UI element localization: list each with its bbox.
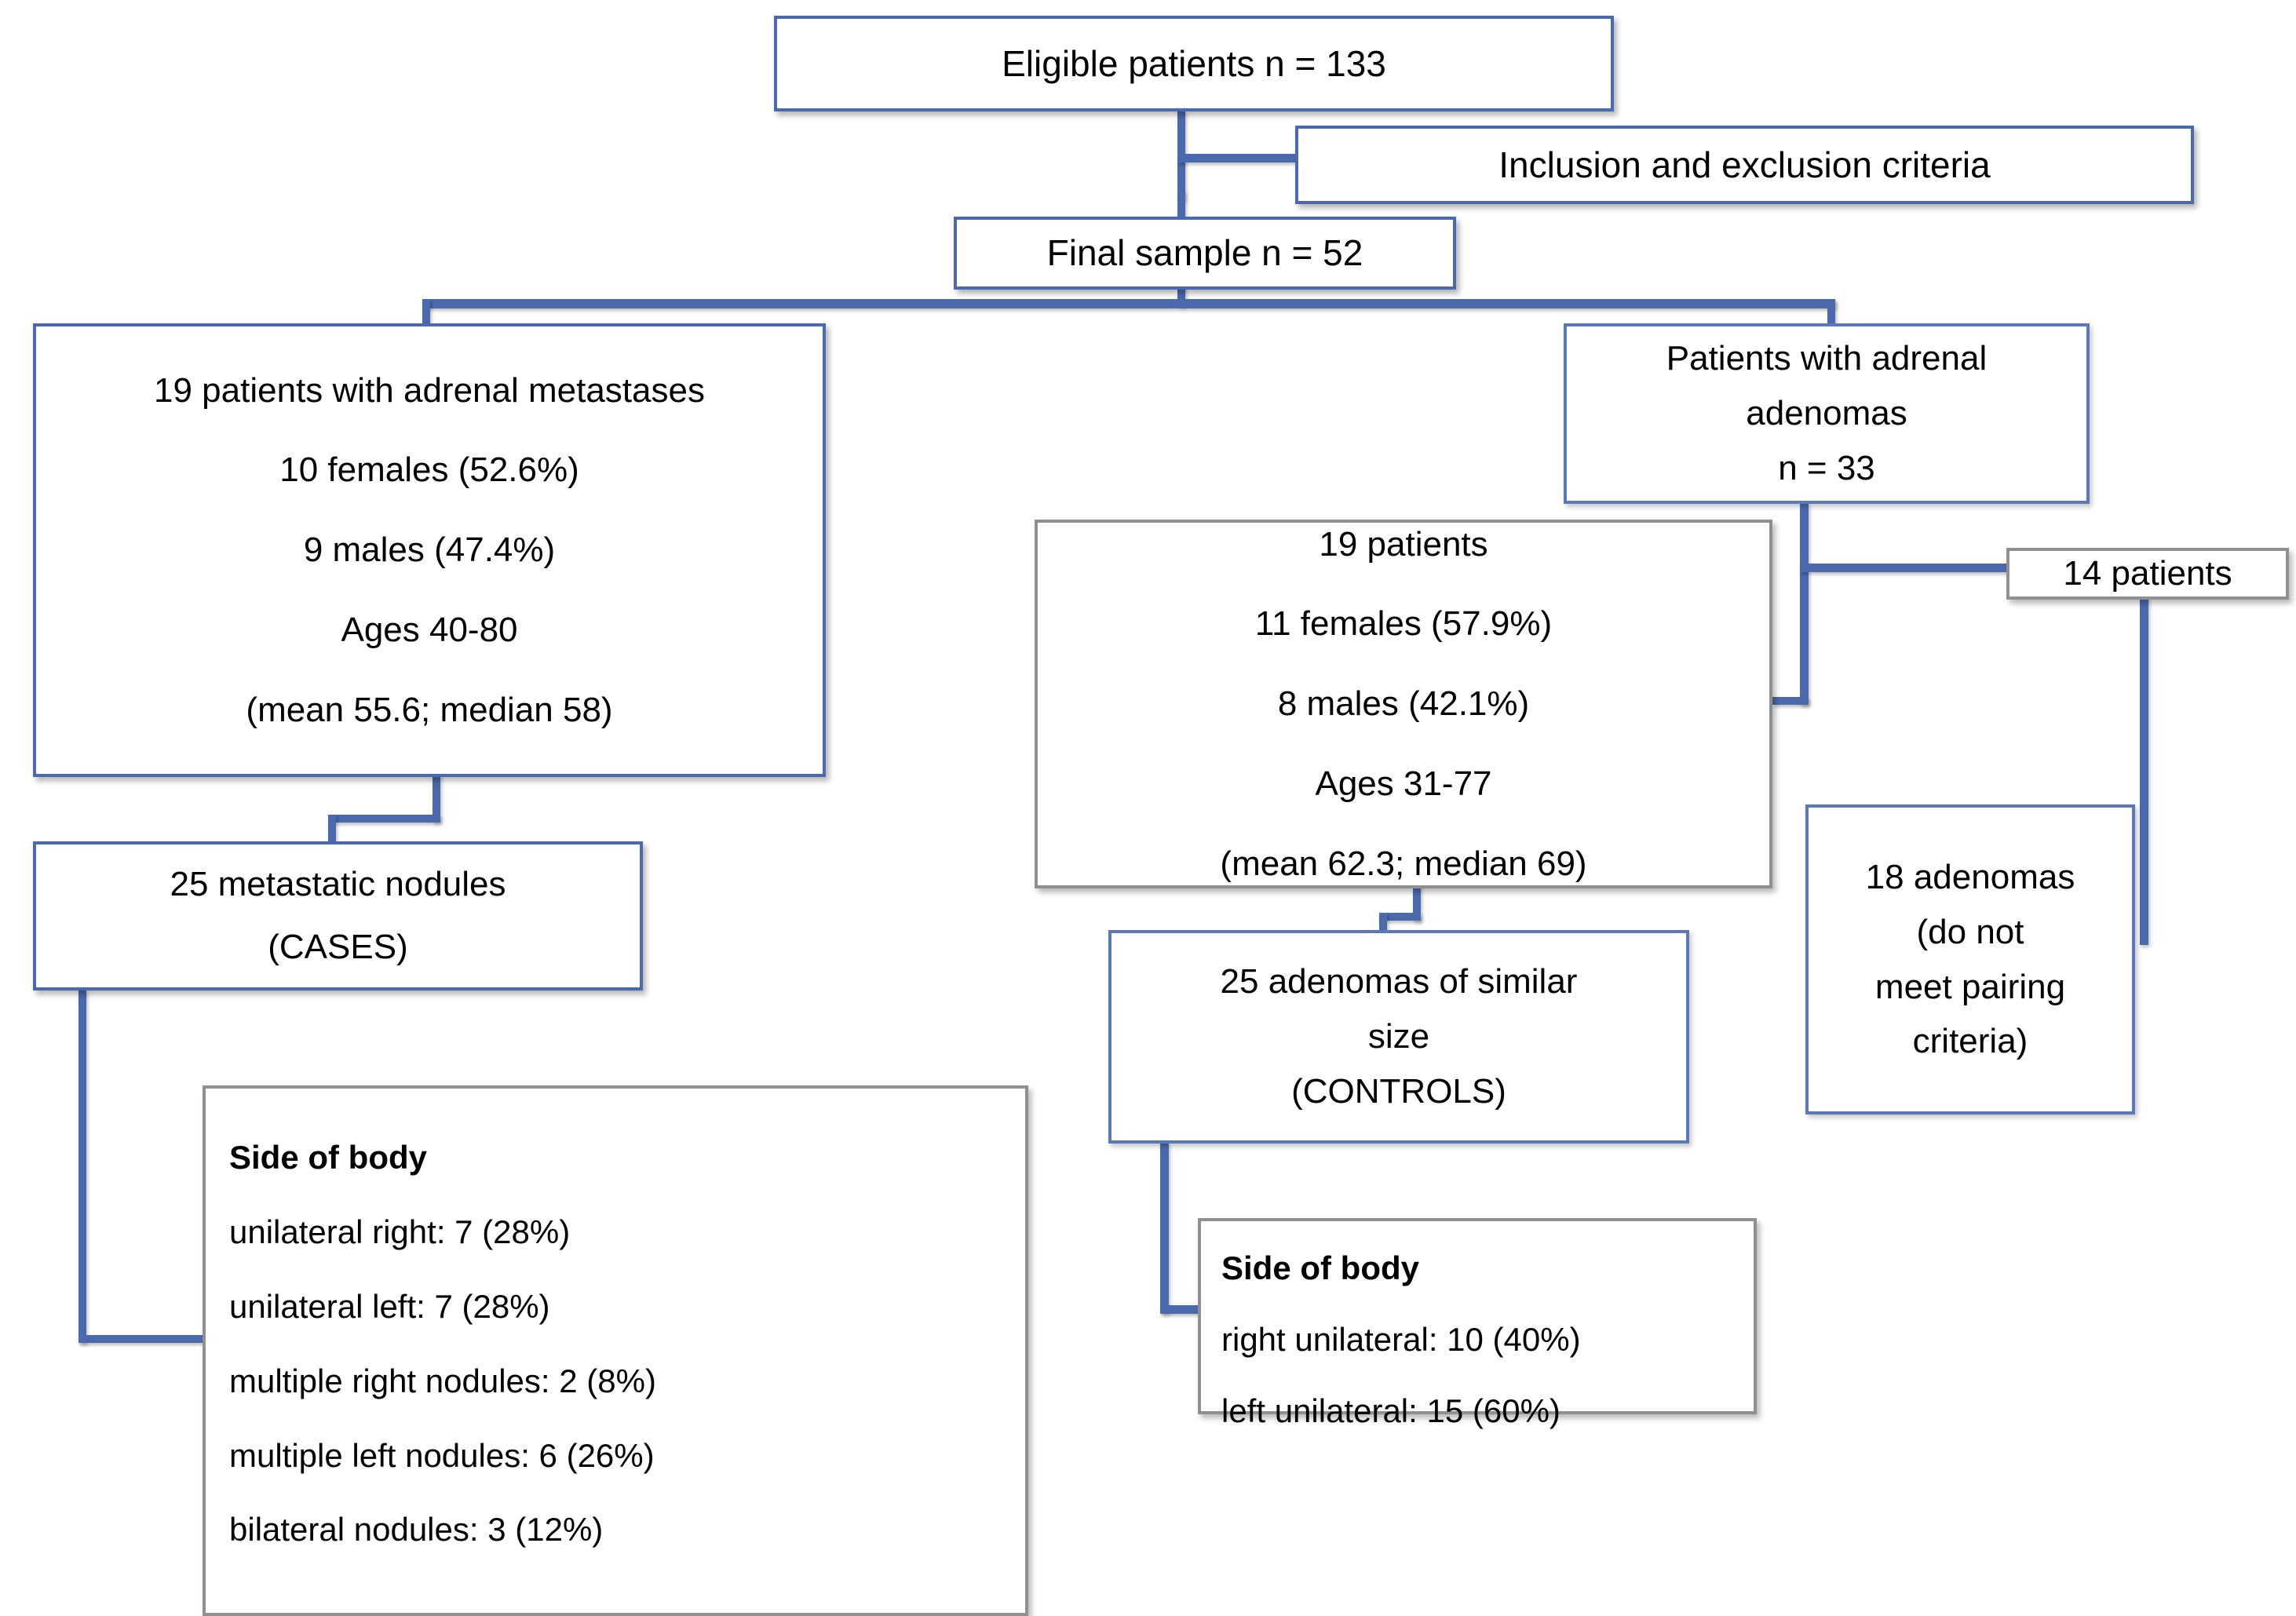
connector-split-left-drop <box>422 299 430 324</box>
controls-side-of-body-heading: Side of body <box>1221 1249 1419 1286</box>
node-adrenal-metastases[interactable]: 19 patients with adrenal metastases 10 f… <box>33 323 826 777</box>
metastases-line-3: 9 males (47.4%) <box>303 531 556 570</box>
unpaired-adenomas-line-2: (do not <box>1916 912 2024 951</box>
cases-line-1: 25 metastatic nodules <box>170 865 506 904</box>
node-final-sample[interactable]: Final sample n = 52 <box>954 217 1456 290</box>
controls-side-of-body-item-2: left unilateral: 15 (60%) <box>1221 1392 1560 1429</box>
connector-split-right-drop <box>1827 299 1835 326</box>
connector-cases-down <box>78 990 86 1343</box>
connector-eligible-to-criteria <box>1177 154 1299 162</box>
adenoma-patients-line-1: 19 patients <box>1319 524 1488 564</box>
connector-cases-to-side-of-body <box>78 1335 212 1343</box>
connector-controls-to-side-of-body <box>1160 1305 1203 1314</box>
connector-metastases-to-cases <box>328 815 336 848</box>
adenomas-group-line-3: n = 33 <box>1778 448 1875 487</box>
cases-side-of-body-item-2: unilateral left: 7 (28%) <box>229 1287 550 1325</box>
fourteen-patients-label: 14 patients <box>2063 554 2232 593</box>
connector-adenomas-down <box>1800 502 1809 705</box>
cases-line-2: (CASES) <box>268 928 408 966</box>
controls-line-1: 25 adenomas of similar <box>1220 962 1578 1001</box>
cases-side-of-body-heading: Side of body <box>229 1139 427 1176</box>
node-adenoma-patients[interactable]: 19 patients 11 females (57.9%) 8 males (… <box>1035 520 1772 888</box>
adenomas-group-line-1: Patients with adrenal <box>1666 339 1988 378</box>
connector-eligible-to-final-sample <box>1177 191 1185 230</box>
inclusion-exclusion-criteria-label: Inclusion and exclusion criteria <box>1498 144 1991 185</box>
cases-side-of-body-item-1: unilateral right: 7 (28%) <box>229 1213 571 1250</box>
adenoma-patients-line-3: 8 males (42.1%) <box>1277 684 1530 724</box>
adenoma-patients-line-2: 11 females (57.9%) <box>1254 604 1553 644</box>
controls-line-3: (CONTROLS) <box>1291 1071 1506 1111</box>
connector-metastases-down <box>433 773 440 822</box>
final-sample-label: Final sample n = 52 <box>1046 232 1363 274</box>
node-controls[interactable]: 25 adenomas of similar size (CONTROLS) <box>1108 930 1689 1144</box>
unpaired-adenomas-line-3: meet pairing <box>1874 967 2066 1006</box>
metastases-line-5: (mean 55.6; median 58) <box>246 690 613 729</box>
unpaired-adenomas-line-4: criteria) <box>1912 1022 2028 1061</box>
cases-side-of-body-item-3: multiple right nodules: 2 (8%) <box>229 1362 656 1399</box>
controls-side-of-body-item-1: right unilateral: 10 (40%) <box>1221 1320 1581 1358</box>
connector-adenomas-to-patients <box>1772 697 1809 705</box>
connector-adenoma-patients-step <box>1379 913 1421 921</box>
connector-controls-down <box>1160 1142 1169 1313</box>
cases-side-of-body-item-5: bilateral nodules: 3 (12%) <box>229 1511 604 1549</box>
metastases-line-4: Ages 40-80 <box>341 610 518 649</box>
node-controls-side-of-body[interactable]: Side of body right unilateral: 10 (40%) … <box>1198 1218 1757 1429</box>
connector-split-bar <box>422 299 1835 308</box>
unpaired-adenomas-line-1: 18 adenomas <box>1865 857 2075 896</box>
controls-line-2: size <box>1367 1017 1430 1056</box>
node-cases-side-of-body[interactable]: Side of body unilateral right: 7 (28%) u… <box>203 1085 1028 1616</box>
node-unpaired-adenomas[interactable]: 18 adenomas (do not meet pairing criteri… <box>1805 804 2135 1114</box>
connector-adenoma-patients-down <box>1413 883 1421 921</box>
metastases-line-1: 19 patients with adrenal metastases <box>154 370 705 410</box>
adenoma-patients-line-4: Ages 31-77 <box>1315 764 1492 803</box>
connector-adenomas-to-14-patients <box>1800 564 2008 572</box>
node-inclusion-exclusion-criteria[interactable]: Inclusion and exclusion criteria <box>1295 126 2194 204</box>
connector-14-patients-down <box>2140 590 2148 945</box>
node-adrenal-adenomas-group[interactable]: Patients with adrenal adenomas n = 33 <box>1564 323 2090 504</box>
eligible-patients-label: Eligible patients n = 133 <box>1002 42 1386 84</box>
cases-side-of-body-item-4: multiple left nodules: 6 (26%) <box>229 1436 655 1474</box>
node-eligible-patients[interactable]: Eligible patients n = 133 <box>774 16 1614 111</box>
metastases-line-2: 10 females (52.6%) <box>279 451 579 490</box>
adenomas-group-line-2: adenomas <box>1746 394 1907 433</box>
adenoma-patients-line-5: (mean 62.3; median 69) <box>1220 844 1587 883</box>
connector-adenoma-patients-to-controls <box>1379 913 1387 944</box>
connector-metastases-step <box>328 815 440 823</box>
node-14-patients[interactable]: 14 patients <box>2006 548 2289 600</box>
node-cases[interactable]: 25 metastatic nodules (CASES) <box>33 841 643 990</box>
